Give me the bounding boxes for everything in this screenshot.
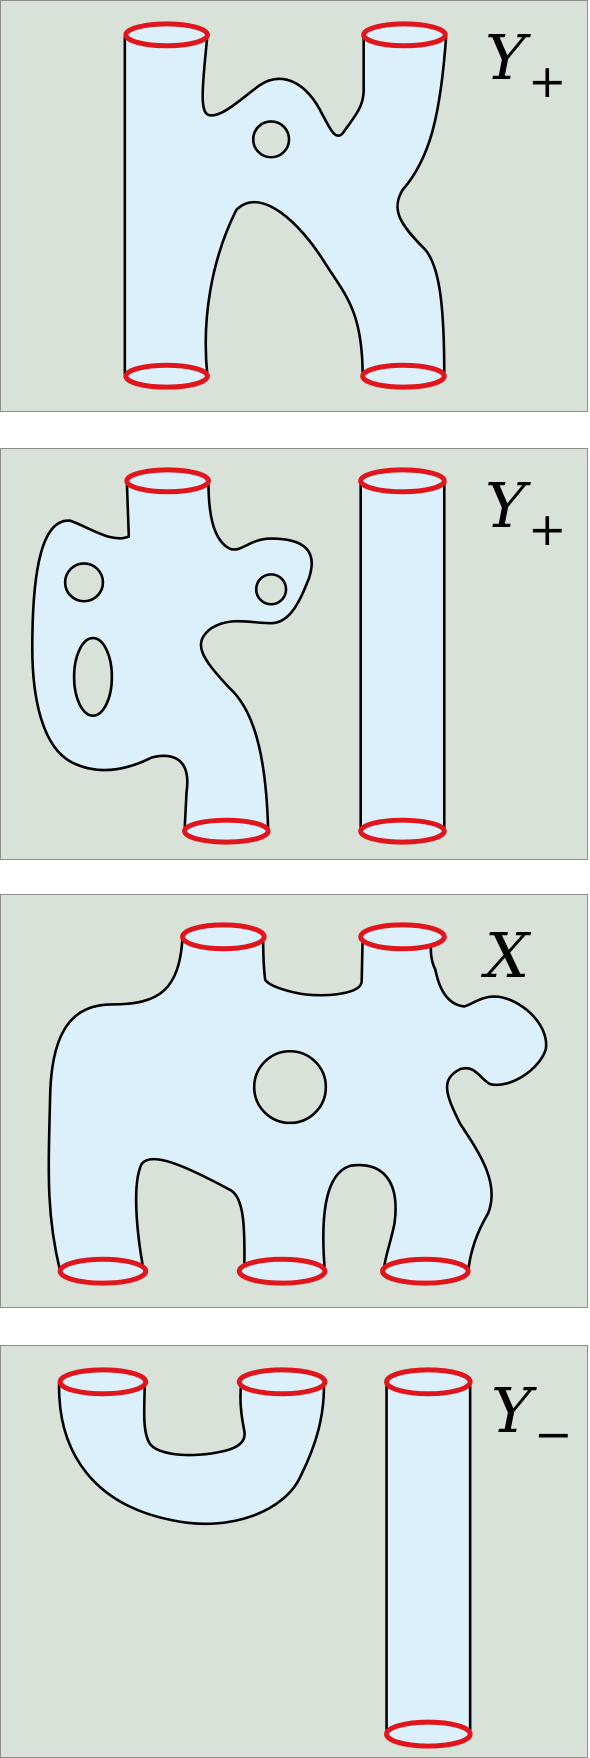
genus-hole <box>251 120 291 159</box>
label-main: Y <box>485 469 526 542</box>
boundary-circle-top-middle <box>236 1367 328 1397</box>
boundary-circle-bottom-right <box>384 1719 473 1749</box>
genus-hole-2 <box>254 573 288 606</box>
boundary-circle-top-left <box>124 467 211 495</box>
cobordism-surface-4 <box>57 1367 473 1749</box>
label-main: Y <box>485 21 526 94</box>
diagram-panel-3: X <box>0 894 588 1308</box>
diagram-panel-1: Y+ <box>0 0 588 412</box>
label-subscript: + <box>527 502 567 556</box>
genus-hole-1 <box>63 562 105 603</box>
boundary-circle-top-left <box>180 922 267 952</box>
boundary-circle-bottom-middle <box>236 1256 328 1286</box>
boundary-circle-bottom-right <box>360 362 447 390</box>
panel-label: X <box>485 925 531 1002</box>
cobordism-surface-3 <box>47 922 548 1286</box>
panel-label: Y+ <box>485 475 566 553</box>
cobordism-surface-2 <box>30 467 447 845</box>
boundary-circle-bottom-left <box>57 1256 149 1286</box>
tube-body <box>385 1380 472 1736</box>
panel-label: Y+ <box>485 27 566 105</box>
label-main: X <box>485 919 530 992</box>
boundary-circle-top-left <box>123 21 210 49</box>
boundary-circle-top-right <box>384 1367 473 1397</box>
boundary-circle-bottom-left <box>182 817 271 845</box>
label-subscript: + <box>527 54 567 108</box>
surface-body <box>57 1380 326 1525</box>
genus-hole <box>252 1049 328 1125</box>
panel-label: Y− <box>491 1380 572 1458</box>
surface-body <box>123 33 448 378</box>
boundary-circle-top-right <box>358 467 447 495</box>
boundary-circle-top-left <box>57 1367 149 1397</box>
boundary-circle-top-right <box>358 922 447 952</box>
boundary-circle-bottom-right <box>380 1256 471 1286</box>
genus-hole-3 <box>72 636 114 717</box>
label-main: Y <box>491 1374 532 1447</box>
boundary-circle-top-right <box>361 21 448 49</box>
boundary-circle-bottom-right <box>358 817 447 845</box>
label-subscript: − <box>533 1407 573 1461</box>
boundary-circle-bottom-left <box>123 362 210 390</box>
tube-body <box>359 479 446 833</box>
diagram-panel-4: Y− <box>0 1345 588 1758</box>
surface-body <box>30 479 313 833</box>
cobordism-surface-1 <box>123 21 448 390</box>
diagram-panel-2: Y+ <box>0 448 588 860</box>
